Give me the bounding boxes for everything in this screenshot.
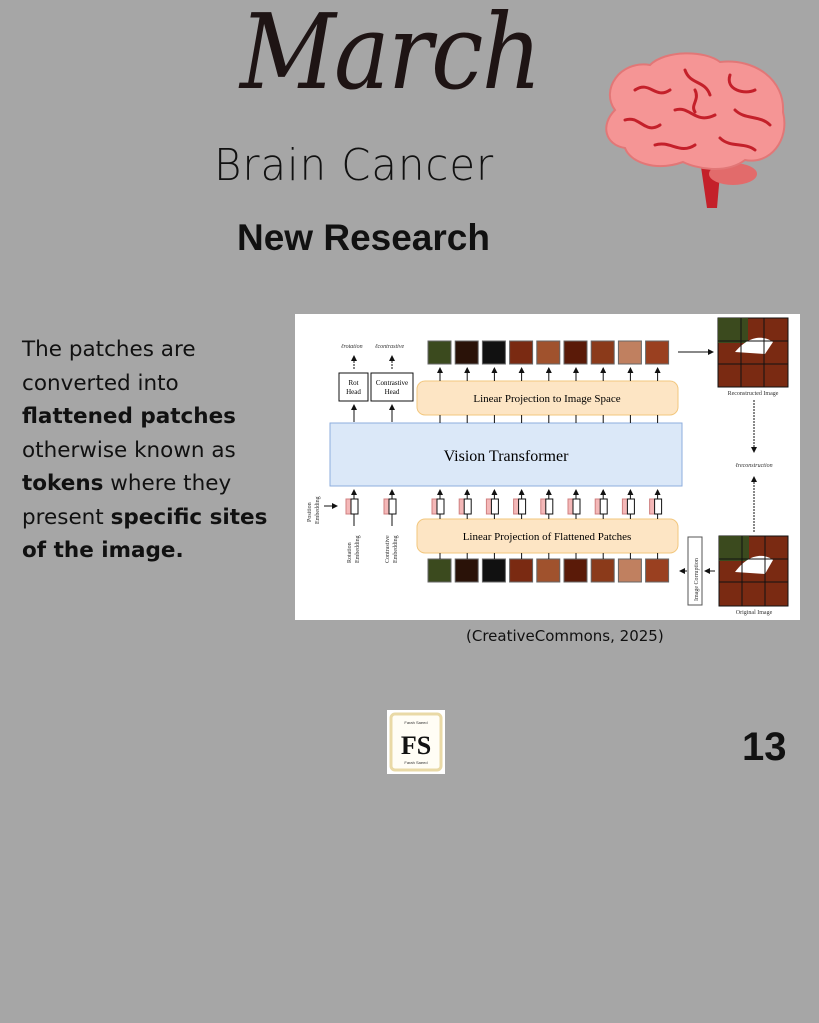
input-patch bbox=[509, 558, 534, 583]
text-segment-bold: tokens bbox=[22, 471, 104, 496]
position-embedding-line1: Position bbox=[307, 502, 313, 522]
special-token bbox=[388, 498, 397, 515]
output-patch bbox=[536, 340, 561, 365]
patch-columns bbox=[345, 340, 670, 583]
rot-head-line1: Rot bbox=[348, 379, 358, 387]
output-patch bbox=[427, 340, 452, 365]
input-patch bbox=[481, 558, 506, 583]
input-patch bbox=[590, 558, 615, 583]
logo-name-top: Farah Saeed bbox=[404, 720, 427, 725]
body-paragraph: The patches are converted into flattened… bbox=[22, 333, 282, 568]
rotation-embedding-line1: Rotation bbox=[347, 542, 353, 563]
contrastive-head-line1: Contrastive bbox=[376, 379, 408, 387]
fs-logo: Farah Saeed FS Farah Saeed bbox=[387, 710, 445, 774]
reconstructed-image-label: Reconstructed Image bbox=[728, 391, 779, 397]
patch-token bbox=[626, 498, 635, 515]
output-patch bbox=[509, 340, 534, 365]
original-image-label: Original Image bbox=[736, 610, 773, 616]
text-segment: The patches are converted into bbox=[22, 337, 196, 396]
patch-token bbox=[572, 498, 581, 515]
output-patch bbox=[590, 340, 615, 365]
logo-name-bottom: Farah Saeed bbox=[404, 760, 427, 765]
rot-head-line2: Head bbox=[346, 388, 361, 396]
text-segment: otherwise known as bbox=[22, 437, 236, 463]
text-segment-bold: flattened patches bbox=[22, 404, 236, 429]
output-patch bbox=[563, 340, 588, 365]
vit-diagram: ℓrotation ℓcontrastive Rot Head Contrast… bbox=[295, 314, 800, 620]
loss-contrastive-label: ℓcontrastive bbox=[375, 344, 404, 350]
text-segment: where they present bbox=[22, 471, 232, 530]
month-title: March bbox=[240, 0, 542, 113]
position-embedding-line2: Embedding bbox=[315, 496, 321, 524]
linear-projection-top: Linear Projection to Image Space bbox=[473, 393, 620, 405]
patch-token bbox=[654, 498, 663, 515]
output-patch bbox=[617, 340, 642, 365]
output-patch bbox=[481, 340, 506, 365]
input-patch bbox=[427, 558, 452, 583]
contrastive-embedding-line2: Embedding bbox=[393, 535, 399, 563]
logo-initials: FS bbox=[401, 731, 431, 760]
contrastive-head-line2: Head bbox=[385, 388, 400, 396]
vision-transformer-label: Vision Transformer bbox=[444, 448, 569, 465]
input-patch bbox=[563, 558, 588, 583]
input-patch bbox=[454, 558, 479, 583]
image-corruption-label: Image Corruption bbox=[694, 558, 700, 601]
patch-token bbox=[518, 498, 527, 515]
input-patch bbox=[536, 558, 561, 583]
topic-subtitle: Brain Cancer bbox=[214, 140, 495, 191]
input-patch bbox=[617, 558, 642, 583]
rotation-embedding-line2: Embedding bbox=[355, 535, 361, 563]
contrastive-embedding-line1: Contrastive bbox=[385, 535, 391, 563]
patch-token bbox=[436, 498, 445, 515]
patch-token bbox=[599, 498, 608, 515]
loss-reconstruction-label: ℓreconstruction bbox=[735, 463, 772, 469]
output-patch bbox=[454, 340, 479, 365]
output-patch bbox=[645, 340, 670, 365]
special-token bbox=[350, 498, 359, 515]
patch-token bbox=[463, 498, 472, 515]
input-patch bbox=[645, 558, 670, 583]
patch-token bbox=[490, 498, 499, 515]
patch-token bbox=[545, 498, 554, 515]
text-segment-bold: specific sites of the image. bbox=[22, 504, 268, 564]
page-heading: New Research bbox=[237, 217, 490, 258]
brain-icon bbox=[605, 52, 786, 208]
page-number: 13 bbox=[742, 725, 787, 769]
figure-caption: (CreativeCommons, 2025) bbox=[466, 627, 664, 645]
linear-projection-bottom: Linear Projection of Flattened Patches bbox=[463, 531, 632, 543]
loss-rotation-label: ℓrotation bbox=[341, 344, 363, 350]
